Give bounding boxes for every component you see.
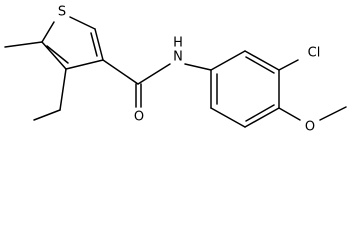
bond-n-aryl (184, 63, 212, 71)
bond-c-o-ether (278, 107, 301, 121)
bond-c3-c4 (65, 59, 104, 70)
bond-c2-c3 (41, 41, 67, 70)
bond-c4-c5-inner (90, 32, 98, 57)
bond-ar-2-inner (245, 56, 275, 74)
benzene-ring (210, 50, 280, 128)
carbonyl-oxygen-label: O (134, 110, 144, 125)
bond-s-c5 (69, 16, 96, 30)
chlorine-label: Cl (308, 46, 321, 61)
bond-c4-c5 (94, 28, 104, 61)
bond-c-n (137, 63, 171, 85)
bond-ethyl-2 (33, 109, 61, 121)
bond-c-cl (278, 59, 299, 71)
structure-canvas: S N H O Cl O (4, 5, 347, 135)
thiophene-ring (41, 16, 104, 70)
ether-oxygen-label: O (305, 120, 315, 135)
bond-ar-4-inner (245, 104, 275, 122)
molecule-drawing: S N H O Cl O (4, 5, 347, 135)
carboxamide-group (102, 59, 212, 108)
amide-nitrogen-label: N (173, 50, 183, 65)
bond-ar-1 (210, 50, 246, 71)
bond-ar-5 (210, 107, 246, 128)
bond-c2-c3-inner (46, 45, 69, 64)
ethyl-group (33, 68, 67, 121)
bond-o-methyl (319, 106, 347, 121)
bond-methyl (4, 41, 43, 48)
bond-s-c2 (41, 21, 55, 43)
bond-c4-carbonyl (102, 59, 139, 85)
bond-ar-4 (244, 107, 280, 128)
bond-ar-2 (244, 50, 280, 71)
amide-hydrogen-label: H (173, 36, 183, 51)
bond-ethyl-1 (59, 68, 67, 111)
sulfur-label: S (58, 5, 66, 20)
